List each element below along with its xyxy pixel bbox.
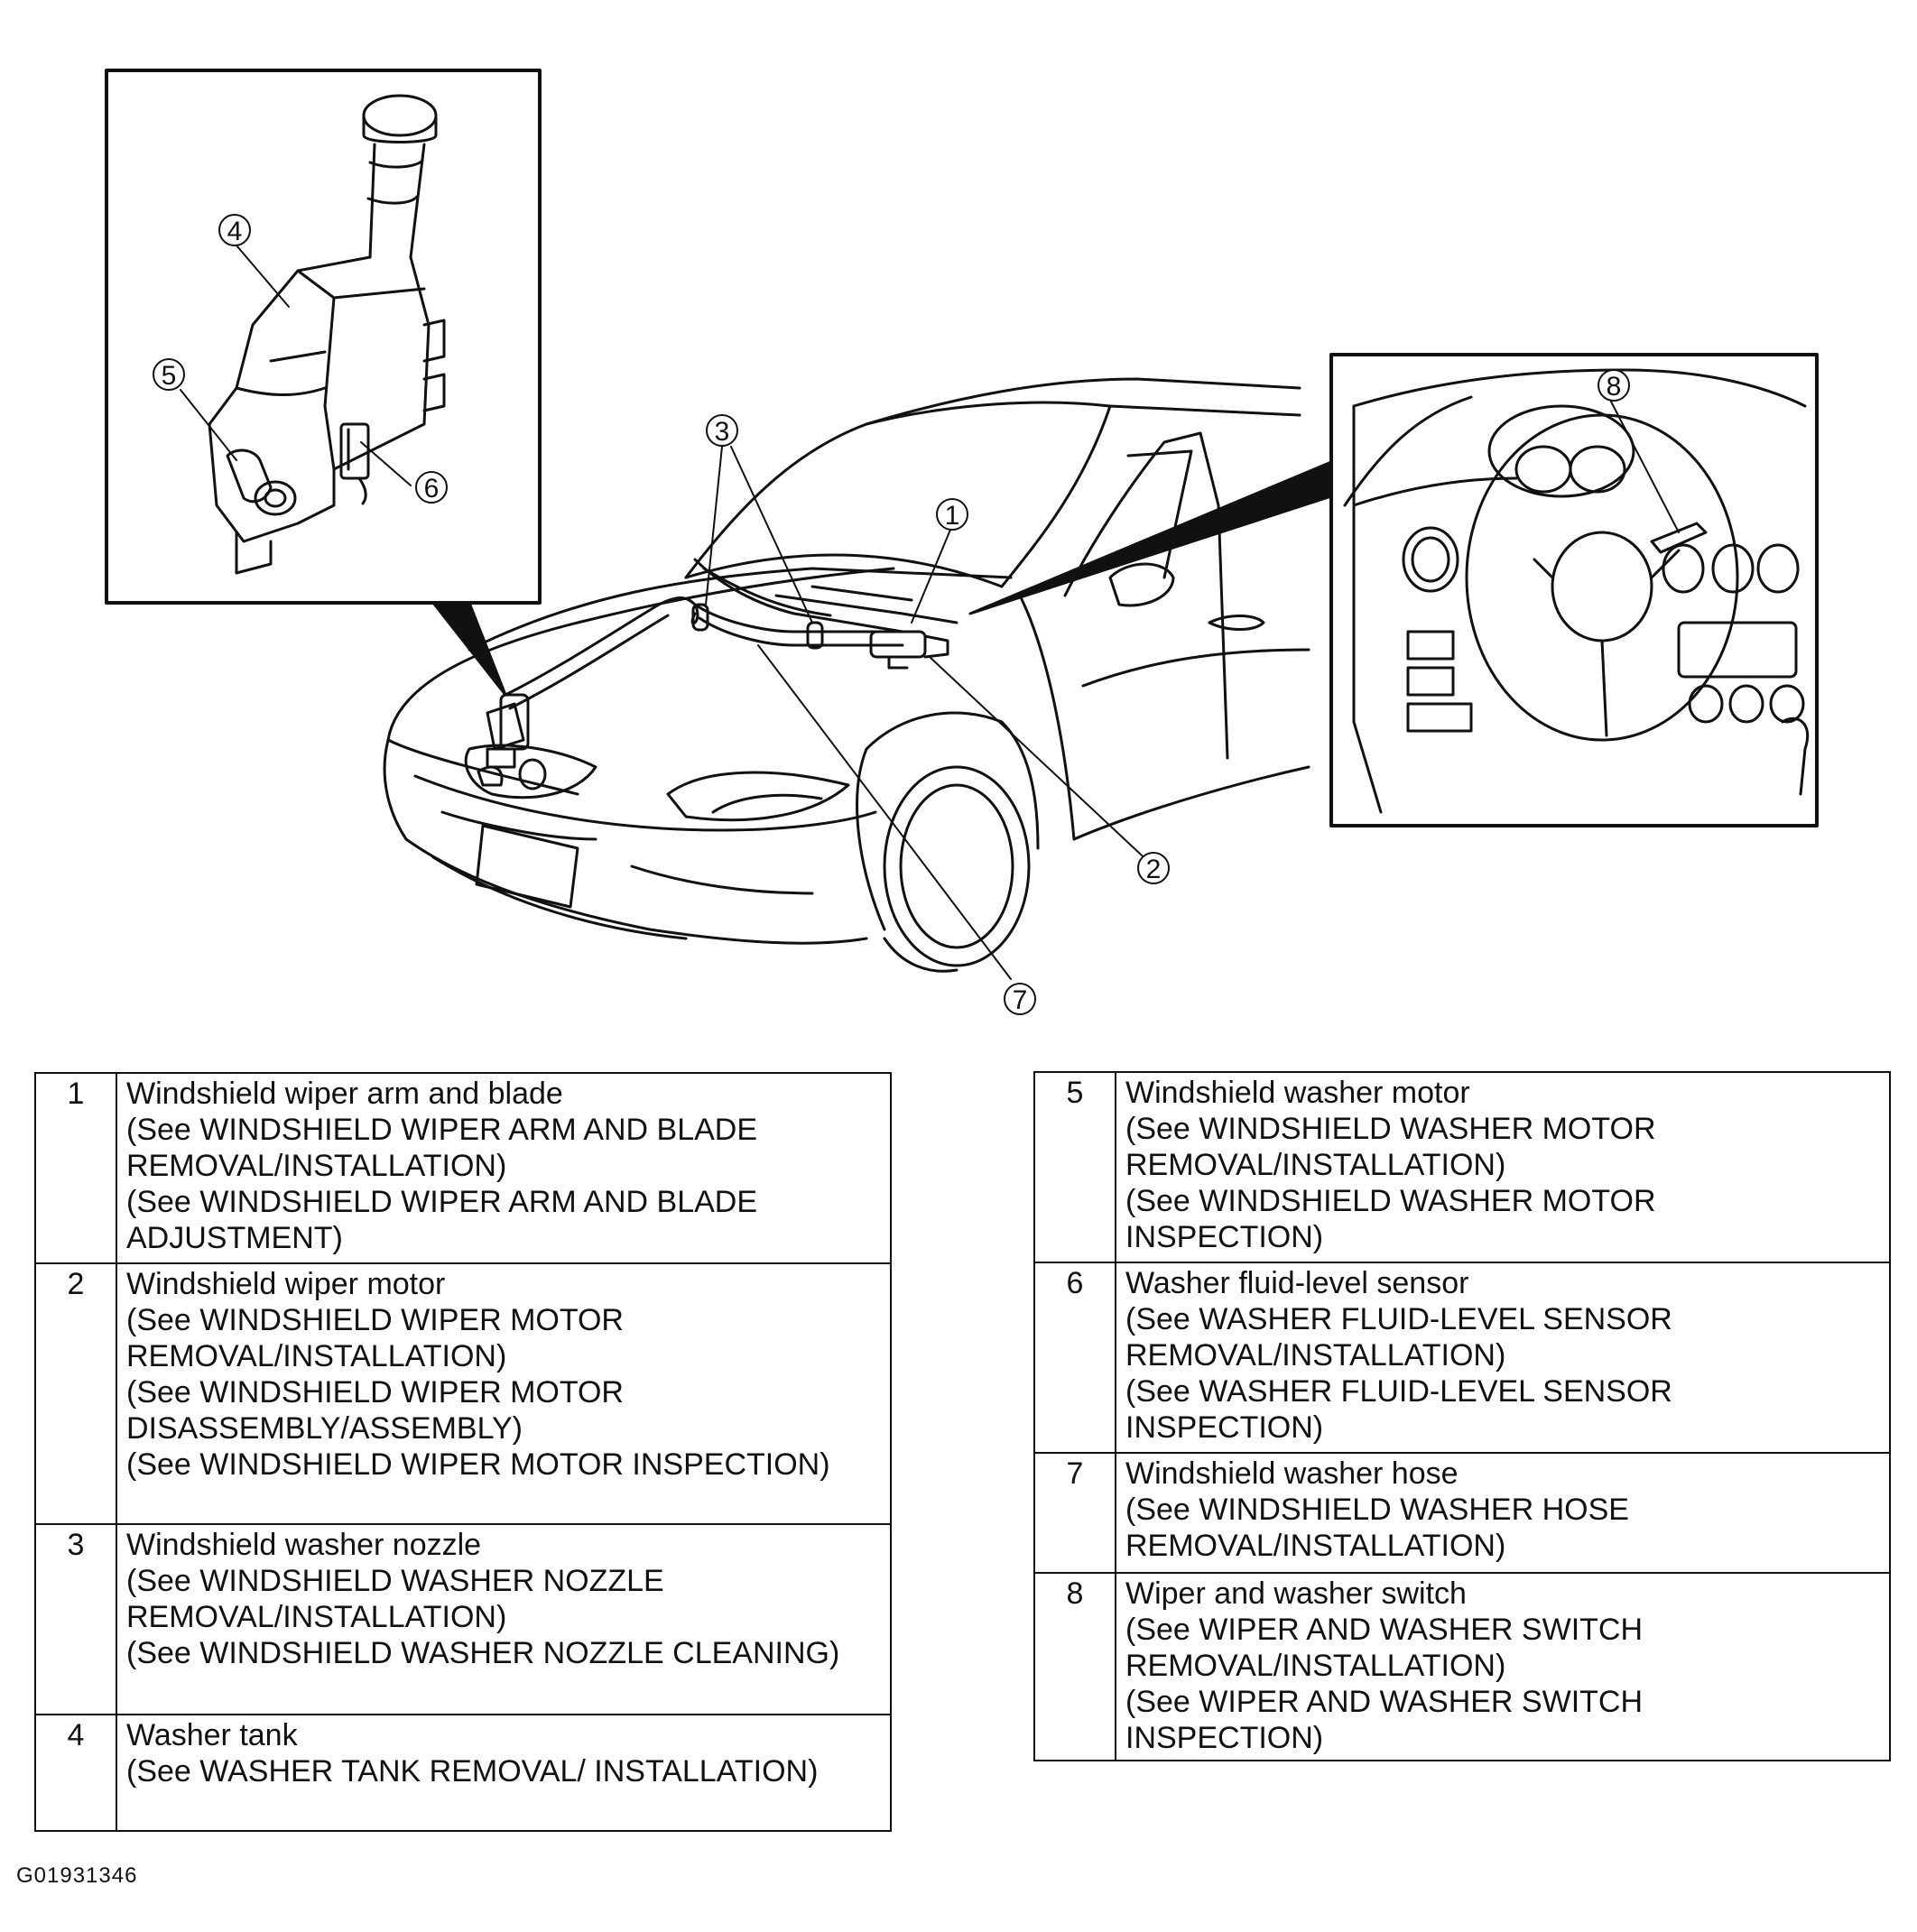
car-illustration: [383, 377, 1310, 973]
component-description: Windshield wiper motor (See WINDSHIELD W…: [116, 1262, 892, 1525]
component-description: Windshield wiper arm and blade (See WIND…: [116, 1072, 892, 1264]
callout-5: 5: [153, 358, 185, 391]
leader-line-2: [929, 656, 1154, 867]
component-number: 2: [34, 1262, 117, 1525]
table-row: 5 Windshield washer motor (See WINDSHIEL…: [1033, 1071, 1891, 1263]
callout-3: 3: [706, 414, 738, 447]
callout-label-3: 3: [715, 417, 730, 447]
component-description: Wiper and washer switch (See WIPER AND W…: [1115, 1572, 1891, 1761]
callout-label-7: 7: [1013, 985, 1028, 1015]
callout-label-4: 4: [227, 217, 243, 246]
callouts: 1 2 3 4 5 6 7 8: [153, 214, 1630, 1015]
washer-tank-inset: [105, 69, 542, 697]
component-number: 8: [1033, 1572, 1116, 1761]
leader-line-6: [360, 441, 412, 486]
component-number: 4: [34, 1714, 117, 1832]
leader-line-4: [236, 245, 290, 308]
callout-label-6: 6: [424, 474, 440, 504]
component-number: 7: [1033, 1452, 1116, 1574]
component-description: Windshield washer motor (See WINDSHIELD …: [1115, 1071, 1891, 1263]
callout-label-2: 2: [1146, 855, 1162, 884]
callout-7: 7: [1004, 983, 1036, 1015]
table-row: 3 Windshield washer nozzle (See WINDSHIE…: [34, 1523, 892, 1715]
table-row: 7 Windshield washer hose (See WINDSHIELD…: [1033, 1452, 1891, 1574]
callout-6: 6: [415, 471, 448, 504]
component-number: 5: [1033, 1071, 1116, 1263]
table-row: 4 Washer tank (See WASHER TANK REMOVAL/ …: [34, 1714, 892, 1832]
callout-label-1: 1: [945, 501, 960, 531]
figure-code: G01931346: [16, 1863, 138, 1888]
table-row: 6 Washer fluid-level sensor (See WASHER …: [1033, 1262, 1891, 1454]
leader-line-3a: [705, 446, 723, 605]
component-number: 1: [34, 1072, 117, 1264]
callout-4: 4: [218, 214, 251, 246]
leader-line-8: [1610, 401, 1680, 533]
leader-lines: [180, 245, 1680, 980]
component-number: 6: [1033, 1262, 1116, 1454]
component-description: Windshield washer nozzle (See WINDSHIELD…: [116, 1523, 892, 1715]
leader-line-1: [911, 529, 951, 624]
table-row: 1 Windshield wiper arm and blade (See WI…: [34, 1072, 892, 1264]
wiper-and-hose-illustration: [477, 558, 958, 787]
wiper-washer-location-diagram: 1 2 3 4 5 6 7 8: [105, 69, 1819, 1015]
dashboard-inset: [968, 353, 1819, 827]
callout-8: 8: [1598, 369, 1630, 402]
table-row: 8 Wiper and washer switch (See WIPER AND…: [1033, 1572, 1891, 1761]
component-table-right: 5 Windshield washer motor (See WINDSHIEL…: [1033, 1071, 1891, 1761]
callout-label-5: 5: [162, 361, 177, 391]
leader-line-5: [180, 389, 237, 461]
component-description: Washer fluid-level sensor (See WASHER FL…: [1115, 1262, 1891, 1454]
component-number: 3: [34, 1523, 117, 1715]
callout-1: 1: [936, 498, 968, 531]
component-description: Windshield washer hose (See WINDSHIELD W…: [1115, 1452, 1891, 1574]
leader-line-7: [757, 644, 1012, 980]
leader-line-3b: [730, 446, 813, 624]
component-description: Washer tank (See WASHER TANK REMOVAL/ IN…: [116, 1714, 892, 1832]
table-row: 2 Windshield wiper motor (See WINDSHIELD…: [34, 1262, 892, 1525]
component-table-left: 1 Windshield wiper arm and blade (See WI…: [34, 1072, 892, 1832]
callout-label-8: 8: [1607, 372, 1622, 402]
callout-2: 2: [1137, 852, 1170, 884]
